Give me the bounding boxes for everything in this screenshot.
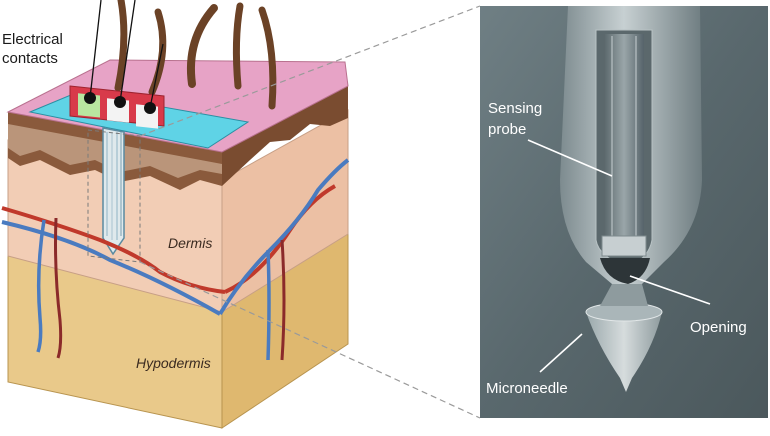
projection-line [139, 5, 481, 137]
microneedle-leader [539, 333, 583, 373]
hypodermis-label: Hypodermis [136, 355, 211, 371]
opening-label: Opening [690, 319, 747, 336]
epidermis-side [222, 86, 348, 186]
sensing-probe-label-line2: probe [488, 121, 526, 138]
microneedle-label: Microneedle [486, 380, 568, 397]
sensing-probe [604, 34, 644, 240]
opening-leader [629, 275, 711, 305]
hair-strand [258, 6, 277, 110]
vein [266, 249, 271, 361]
vein [36, 219, 46, 353]
electrical-contacts-label-line2: contacts [2, 50, 58, 67]
dermis-label: Dermis [168, 235, 212, 251]
electrical-contacts-label-line1: Electrical [2, 31, 63, 48]
artery [54, 217, 63, 359]
contact-wire [149, 43, 164, 109]
sensing-probe-label-line1: Sensing [488, 100, 542, 117]
microneedle-shaft [102, 127, 125, 256]
needle-opening [600, 258, 650, 284]
hair-strand [232, 2, 244, 90]
contact-wire [89, 0, 102, 99]
needle-neck [600, 284, 648, 306]
dermis-side [221, 109, 349, 313]
contact-wire [119, 0, 136, 103]
hair-strand [114, 0, 128, 92]
projection-line [139, 261, 481, 419]
artery [280, 239, 286, 361]
sem-image: Sensing probe Opening Microneedle [480, 6, 768, 418]
hair-strand [186, 4, 218, 88]
vein [218, 158, 350, 316]
sensing-probe-leader [527, 139, 613, 177]
probe-end [601, 235, 647, 257]
skin-block: Electrical contacts Dermis Hypodermis [1, 0, 350, 429]
needle-tip [586, 304, 662, 392]
